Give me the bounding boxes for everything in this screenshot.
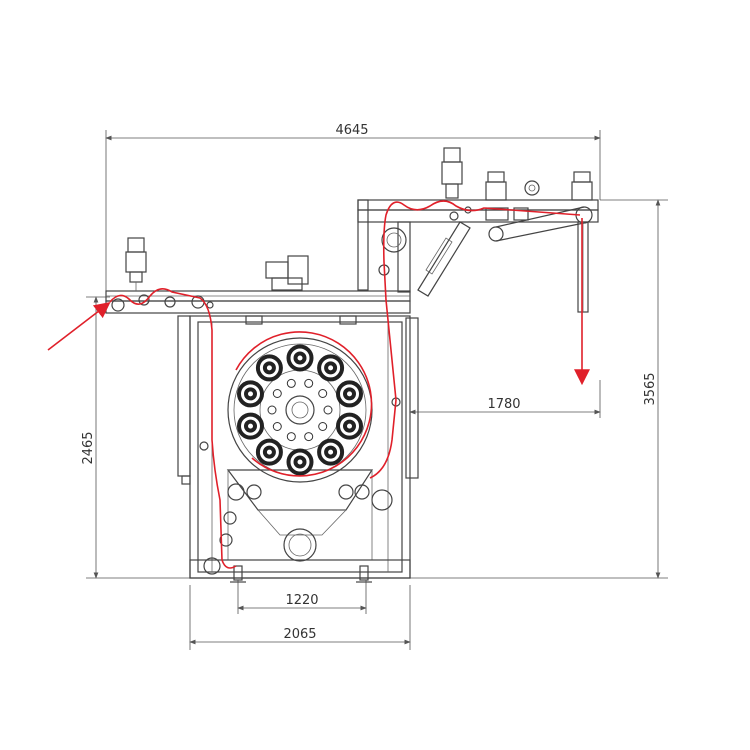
drum-roller <box>237 380 264 408</box>
drum-rollers <box>237 344 363 476</box>
drum-roller <box>286 448 314 476</box>
drum-roller <box>255 438 283 466</box>
drum-bolt <box>318 422 328 431</box>
dim-label-upper-height: 3565 <box>643 372 658 405</box>
dimension-foot-spacing: 1220 <box>237 580 367 614</box>
drum-bolt <box>323 405 333 415</box>
drum-roller <box>286 344 314 372</box>
dim-label-foot-spacing: 1220 <box>285 593 318 608</box>
drum-roller <box>336 380 363 408</box>
drum-roller <box>255 354 283 382</box>
drum-bolts <box>267 378 333 442</box>
dimension-upper-height: 3565 <box>410 199 668 579</box>
motor-icon <box>573 171 591 183</box>
dimension-outlet-offset: 1780 <box>409 380 601 418</box>
dim-label-base-width: 2065 <box>283 627 316 642</box>
drum-roller <box>237 412 264 440</box>
drum-bolt <box>318 389 328 398</box>
dimension-lower-height: 2465 <box>81 296 190 579</box>
drum-roller <box>317 438 345 466</box>
motor-icon <box>487 171 505 183</box>
material-path <box>47 200 590 569</box>
dim-label-lower-height: 2465 <box>81 431 96 464</box>
inlet-arrow-icon <box>47 302 111 351</box>
drum-bolt <box>267 405 277 415</box>
dimension-base-width: 2065 <box>189 585 411 650</box>
dim-label-outlet-offset: 1780 <box>487 397 520 412</box>
drum-bolt <box>286 432 296 442</box>
drum-bolt <box>272 422 282 431</box>
foot-left <box>233 565 243 581</box>
dimension-overall-width: 4645 <box>105 123 601 300</box>
drum-bolt <box>304 378 314 388</box>
drum-roller <box>317 354 345 382</box>
upper-frame <box>357 147 599 313</box>
drum-bolt <box>286 378 296 388</box>
drum-bolt <box>272 389 282 398</box>
dim-label-overall-width: 4645 <box>335 123 368 138</box>
foot-right <box>359 565 369 581</box>
drum-bolt <box>304 432 314 442</box>
drum-roller <box>336 412 363 440</box>
motor-icon <box>127 237 145 253</box>
motor-icon <box>443 147 461 163</box>
rotary-drum <box>227 331 373 483</box>
